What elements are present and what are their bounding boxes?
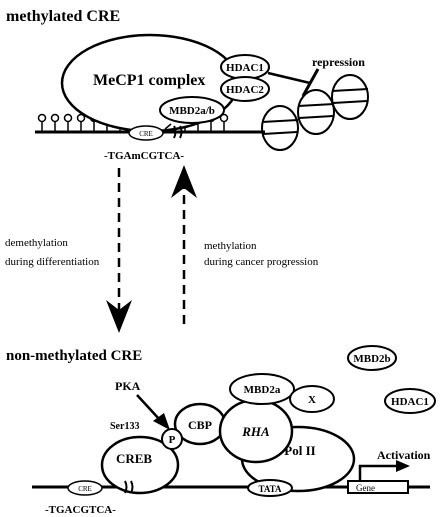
activation-label: Activation [377, 448, 431, 462]
mbd2ab-label: MBD2a/b [169, 105, 215, 117]
activation-arrowhead [396, 460, 410, 472]
unknown-factor-x [289, 385, 335, 413]
cbp-label: CBP [188, 418, 212, 432]
repression-label: repression [312, 55, 365, 69]
ser133-label: Ser133 [110, 421, 139, 432]
creb-label: CREB [116, 451, 152, 466]
top-hdac2 [220, 76, 270, 102]
mbd2ab [159, 96, 225, 124]
tata-label: TATA [258, 484, 282, 494]
cre-methyl-tick [164, 123, 172, 130]
gene-label: Gene [356, 483, 375, 493]
free-mbd2b [347, 345, 397, 371]
pka-label: PKA [115, 379, 141, 393]
mbd2a [229, 373, 295, 405]
bottom-dna-break [124, 480, 134, 494]
mbd2a-label: MBD2a [244, 384, 281, 396]
free-hdac1-label: HDAC1 [391, 396, 429, 408]
top-sequence: -TGAmCGTCA- [104, 150, 184, 162]
free-mbd2b-label: MBD2b [353, 353, 390, 365]
demethylation-text-1: demethylation [5, 237, 68, 249]
methylation-text-2: during cancer progression [204, 256, 319, 268]
pka-arrow-shaft [136, 394, 161, 421]
tata-box [247, 479, 293, 497]
bottom-title: non-methylated CRE [6, 348, 142, 364]
rha-label: RHA [241, 424, 270, 439]
x-label: X [308, 394, 316, 406]
mecp1-label: MeCP1 complex [93, 72, 205, 89]
top-title: methylated CRE [6, 8, 120, 25]
top-cre-label: CRE [139, 130, 153, 138]
free-hdac1 [384, 388, 436, 414]
nucleosome-chromatin [261, 74, 369, 151]
methylation-text-1: methylation [204, 240, 257, 252]
demethylation-text-2: during differentiation [5, 256, 100, 268]
top-hdac2-label: HDAC2 [226, 84, 264, 96]
repression-line [267, 71, 311, 85]
phospho-label: P [169, 434, 176, 446]
gene-box [347, 480, 409, 494]
bottom-sequence: -TGACGTCA- [45, 504, 116, 516]
demethylation-arrowhead [106, 300, 132, 333]
pka-arrowhead [153, 413, 170, 430]
top-hdac1-label: HDAC1 [226, 62, 264, 74]
pol2-label: Pol II [284, 443, 315, 458]
activation-arrow-shaft [358, 464, 400, 481]
top-dna-break [173, 125, 183, 139]
phospho-group [161, 428, 183, 450]
bottom-cre-label: CRE [78, 485, 92, 493]
bottom-cre-element [67, 480, 103, 496]
top-cre-element [128, 125, 164, 141]
creb [100, 435, 180, 495]
methylation-arrowhead [171, 165, 197, 198]
repression-bar [301, 68, 320, 97]
